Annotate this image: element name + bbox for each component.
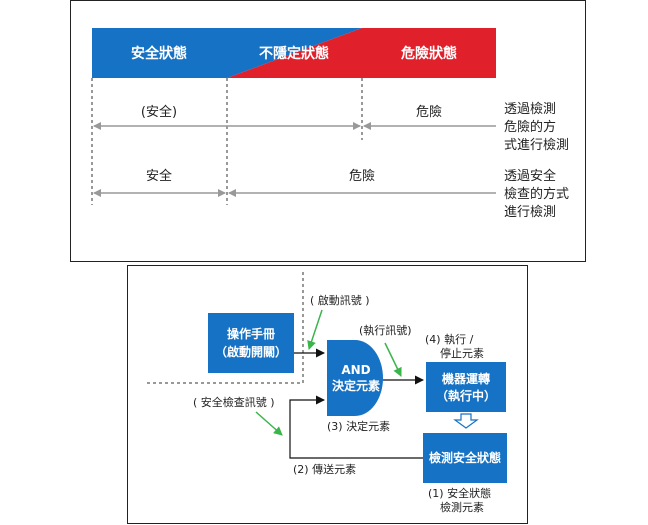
uncertain-state-red (227, 28, 362, 78)
bottom-panel (127, 265, 528, 524)
row2-desc-3: 進行檢測 (504, 204, 556, 220)
row2-desc-1: 透過安全 (504, 168, 556, 184)
row2-left-label: 安全 (146, 168, 172, 184)
row1-right-label: 危險 (416, 105, 442, 120)
top-diagram: 安全狀態 不隱定狀態 危險狀態 (安全) 危險 透過檢測 危險的方 式進行檢測 … (91, 28, 569, 220)
uncertain-state-label: 不隱定狀態 (259, 45, 329, 62)
danger-state-box (362, 28, 496, 78)
row2-desc-2: 檢查的方式 (504, 186, 569, 202)
safe-state-box (92, 28, 227, 78)
danger-state-label: 危險狀態 (400, 45, 457, 62)
row1-left-label: (安全) (141, 104, 177, 120)
row1-desc-3: 式進行檢測 (504, 137, 569, 153)
row1-desc-2: 危險的方 (504, 119, 556, 135)
row2-right-label: 危險 (349, 169, 375, 184)
row1-desc-1: 透過檢測 (504, 101, 556, 117)
safe-state-label: 安全狀態 (131, 45, 187, 62)
